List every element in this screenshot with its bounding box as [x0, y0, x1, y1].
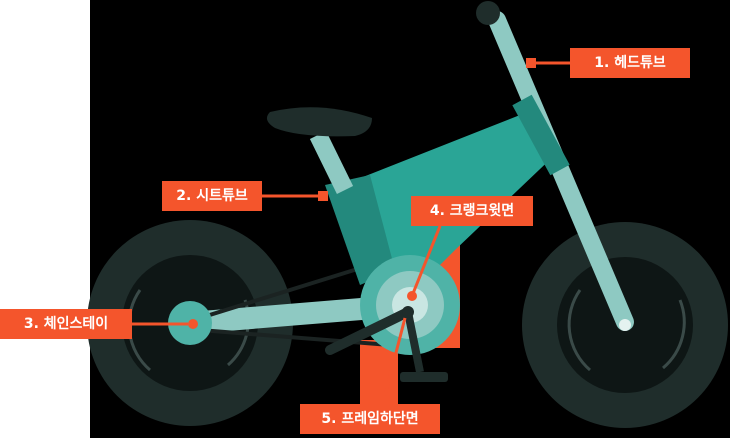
label-seat-tube: 2. 시트튜브 — [162, 181, 262, 211]
leader-lines — [130, 58, 570, 396]
head-tube — [488, 11, 634, 331]
label-head-tube: 1. 헤드튜브 — [570, 48, 690, 78]
head-tube-joint — [512, 94, 570, 176]
seat-post — [309, 131, 354, 194]
label-chain-stay: 3. 체인스테이 — [0, 309, 132, 339]
handlebar-grip — [476, 1, 500, 25]
label-frame-bottom: 5. 프레임하단면 — [300, 404, 440, 434]
seat — [266, 107, 372, 137]
marker-frame-bottom — [402, 306, 414, 318]
crank-assembly — [325, 255, 460, 382]
front-hub — [619, 319, 631, 331]
seat-tube-block — [325, 175, 395, 285]
label-crank-top: 4. 크랭크윗면 — [411, 196, 533, 226]
marker-chain-stay — [188, 319, 198, 329]
